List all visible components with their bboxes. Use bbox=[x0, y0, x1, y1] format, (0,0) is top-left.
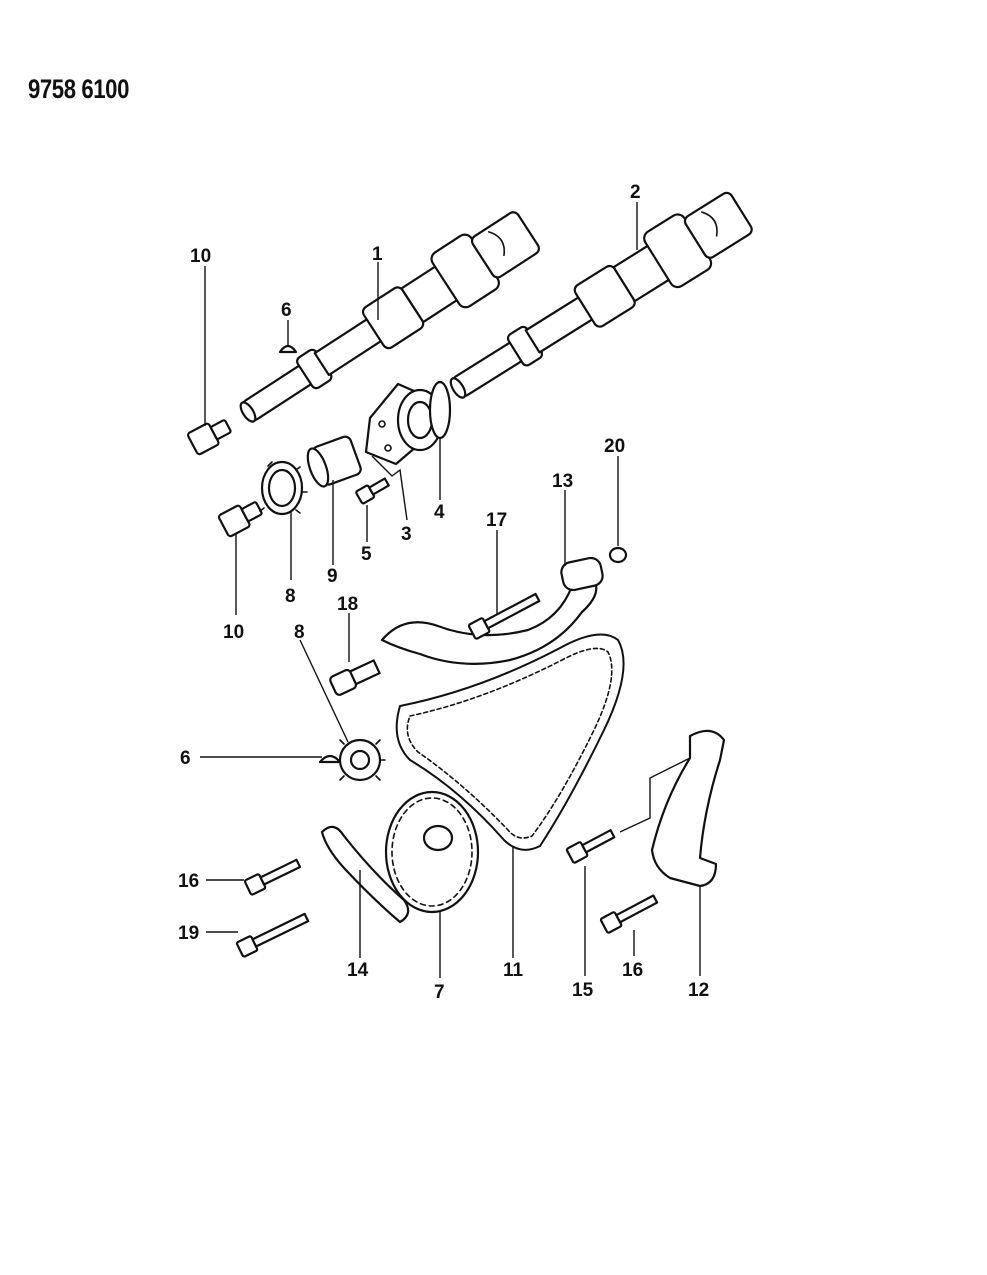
callout-13: 13 bbox=[552, 471, 573, 492]
callout-8-lower: 8 bbox=[294, 622, 305, 643]
callout-3: 3 bbox=[401, 524, 412, 545]
diagram-number: 9758 6100 bbox=[28, 74, 129, 104]
leader-lines bbox=[200, 202, 701, 978]
oil-seal bbox=[428, 380, 452, 440]
stud-18 bbox=[329, 659, 381, 696]
sprocket-lower bbox=[338, 738, 386, 782]
callout-16-left: 16 bbox=[178, 871, 199, 892]
sleeve bbox=[306, 435, 362, 488]
callout-2: 2 bbox=[630, 182, 641, 203]
callout-12: 12 bbox=[688, 980, 709, 1001]
sprocket-large bbox=[384, 790, 480, 914]
callout-17: 17 bbox=[486, 510, 507, 531]
bolt-16-left bbox=[243, 858, 302, 896]
plug-upper bbox=[186, 419, 232, 456]
callout-14: 14 bbox=[347, 960, 369, 981]
bolt-17 bbox=[467, 592, 541, 640]
callout-7: 7 bbox=[434, 982, 445, 1003]
callout-10-upper: 10 bbox=[190, 246, 211, 267]
washer bbox=[608, 546, 628, 564]
callout-18: 18 bbox=[337, 594, 358, 615]
callout-19: 19 bbox=[178, 923, 199, 944]
callout-5: 5 bbox=[361, 544, 372, 565]
camshaft-right bbox=[449, 191, 753, 399]
chain-guide-upper bbox=[380, 556, 604, 665]
callout-labels: 1 2 3 4 5 6 6 7 8 8 9 10 10 11 12 13 14 … bbox=[178, 182, 709, 1003]
timing-chain bbox=[395, 633, 625, 851]
callout-9: 9 bbox=[327, 566, 338, 587]
bolt-5 bbox=[355, 477, 390, 505]
bolt-19 bbox=[235, 912, 310, 958]
callout-11: 11 bbox=[503, 960, 524, 981]
callout-1: 1 bbox=[372, 244, 383, 265]
callout-4: 4 bbox=[434, 502, 445, 523]
bolt-16-right bbox=[599, 894, 659, 934]
woodruff-key-upper bbox=[278, 344, 298, 354]
callout-8-upper: 8 bbox=[285, 586, 296, 607]
woodruff-key-lower bbox=[318, 754, 342, 764]
tensioner-lever bbox=[650, 729, 726, 888]
callout-16-right: 16 bbox=[622, 960, 643, 981]
thrust-plate bbox=[364, 382, 444, 466]
plug-lower bbox=[217, 501, 263, 538]
callout-15: 15 bbox=[572, 980, 594, 1001]
callout-6-lower: 6 bbox=[180, 748, 191, 769]
callout-20: 20 bbox=[604, 436, 625, 457]
callout-6-upper: 6 bbox=[281, 300, 292, 321]
callout-10-lower: 10 bbox=[223, 622, 244, 643]
chain-guide-lower bbox=[320, 825, 410, 924]
sprocket-upper bbox=[259, 460, 308, 516]
bolt-15 bbox=[565, 829, 616, 864]
